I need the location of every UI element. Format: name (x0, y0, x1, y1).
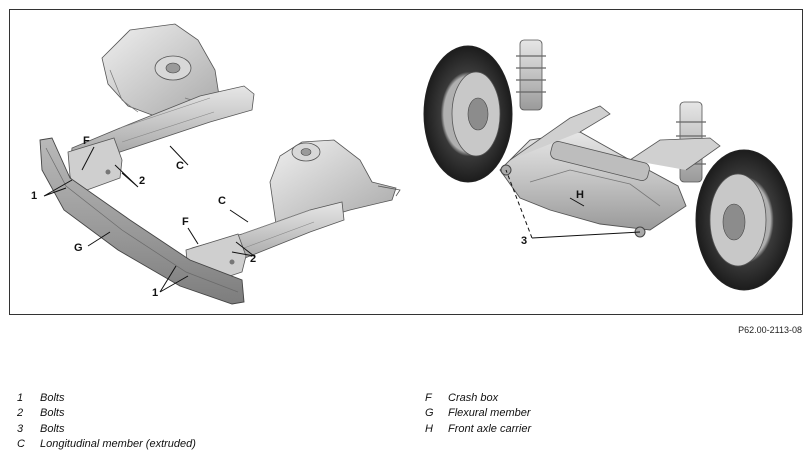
callout-labels: 1 2 F C G C F 2 1 H 3 (31, 135, 584, 299)
legend-text: Longitudinal member (extruded) (40, 437, 196, 450)
leader-lines-left (43, 145, 255, 293)
legend-key: 3 (17, 422, 24, 435)
crash-box-rear (67, 137, 123, 195)
legend-item: C Longitudinal member (extruded) (17, 437, 196, 452)
legend-text: Bolts (40, 392, 65, 404)
figure-frame: 1 2 F C G C F 2 1 H 3 (9, 9, 803, 315)
legend-key: C (17, 437, 25, 450)
legend-right: F Crash box G Flexural member H Front ax… (425, 391, 531, 437)
callout-h: H (576, 189, 584, 201)
reference-code: P62.00-2113-08 (738, 325, 802, 335)
legend-item: F Crash box (425, 391, 531, 406)
callout-1-rear: 1 (31, 190, 37, 202)
legend-key: G (425, 407, 434, 420)
legend-left: 1 Bolts 2 Bolts 3 Bolts C Longitudinal m… (17, 391, 196, 452)
callout-1-front: 1 (152, 287, 158, 299)
legend-key: F (425, 392, 432, 404)
callout-f-front: F (182, 216, 189, 228)
legend-item: G Flexural member (425, 406, 531, 421)
legend-text: Crash box (448, 392, 499, 404)
callout-f-rear: F (83, 135, 90, 147)
callout-2-rear: 2 (139, 175, 145, 187)
legend-text: Front axle carrier (448, 422, 532, 435)
body-front-structure (39, 23, 401, 305)
legend-key: 1 (17, 392, 24, 404)
legend-item: 2 Bolts (17, 406, 196, 421)
legend-item: H Front axle carrier (425, 422, 531, 437)
legend-item: 1 Bolts (17, 391, 196, 406)
callout-3: 3 (521, 235, 527, 247)
callout-2-front: 2 (250, 253, 256, 265)
legend-item: 3 Bolts (17, 422, 196, 437)
legend-key: 2 (17, 407, 24, 420)
callout-c-rear: C (176, 160, 184, 172)
illustration: 1 2 F C G C F 2 1 H 3 (31, 23, 793, 305)
legend-text: Bolts (40, 422, 65, 435)
leader-lines-right (505, 169, 641, 239)
legend-text: Bolts (40, 407, 65, 420)
callout-c-front: C (218, 195, 226, 207)
front-axle-assembly (423, 39, 793, 291)
callout-g: G (74, 242, 83, 254)
legend-key: H (425, 422, 433, 435)
strut-left (519, 39, 543, 111)
legend-text: Flexural member (448, 407, 531, 420)
flexural-member (39, 137, 245, 305)
